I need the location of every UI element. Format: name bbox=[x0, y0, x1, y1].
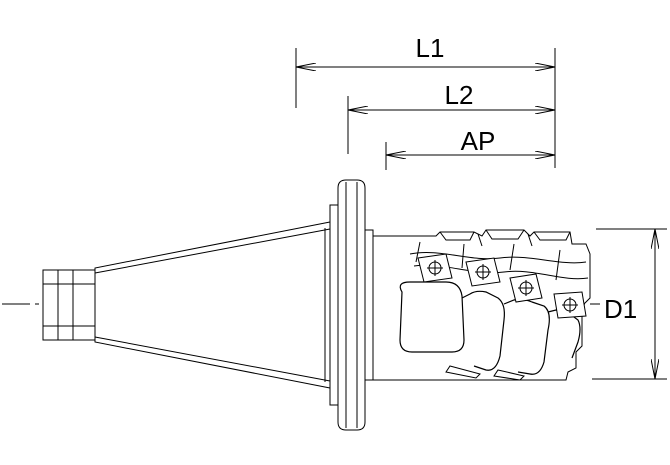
dimension-label-l2: L2 bbox=[445, 80, 474, 110]
dimension-label-ap: AP bbox=[461, 126, 496, 156]
dimension-l2: L2 bbox=[348, 80, 555, 110]
insert-1 bbox=[417, 253, 453, 283]
flange bbox=[329, 179, 374, 431]
dimension-d1: D1 bbox=[592, 228, 667, 380]
dimension-ap: AP bbox=[386, 126, 555, 156]
extension-lines bbox=[295, 48, 556, 170]
dimension-l1: L1 bbox=[296, 33, 555, 67]
dimension-label-d1: D1 bbox=[604, 294, 637, 324]
insert-3 bbox=[509, 273, 543, 303]
taper-shank bbox=[94, 221, 331, 389]
insert-4 bbox=[553, 291, 587, 319]
pull-stud bbox=[42, 269, 96, 341]
insert-2 bbox=[465, 257, 501, 287]
dimension-label-l1: L1 bbox=[416, 33, 445, 63]
